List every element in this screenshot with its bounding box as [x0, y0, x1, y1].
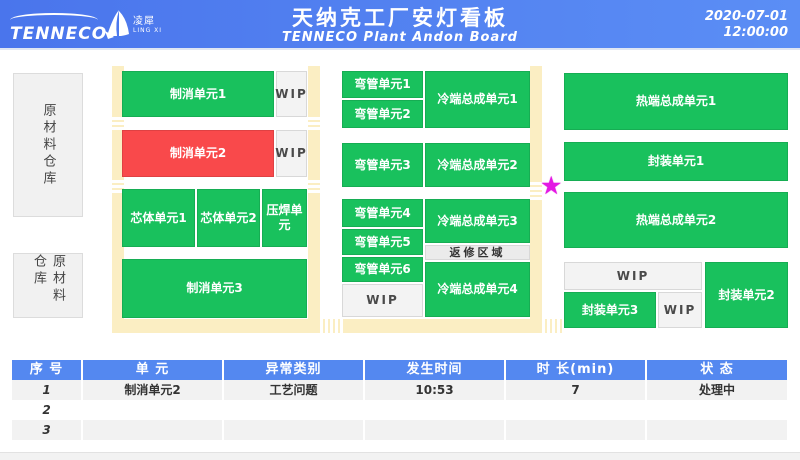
wip-area-2: WIP [275, 130, 307, 177]
cell-duration: 7 [506, 380, 645, 400]
wip-area-5: WIP [658, 292, 702, 328]
unit-zhixiao-2-alarm[interactable]: 制消单元2 [122, 130, 274, 177]
title-chinese: 天纳克工厂安灯看板 [292, 6, 508, 30]
lingxi-cn-label: 凌犀 [133, 16, 155, 27]
unit-lengduan-4[interactable]: 冷端总成单元4 [425, 262, 530, 317]
lingxi-en-label: LING XI [133, 27, 163, 34]
col-header-occur-time: 发生时间 [365, 360, 504, 380]
cell-duration [506, 400, 645, 420]
lingxi-logo: 凌犀 LING XI [104, 9, 162, 41]
table-row: 3 [12, 420, 788, 440]
unit-wanguan-1[interactable]: 弯管单元1 [342, 71, 423, 98]
unit-reduan-1[interactable]: 热端总成单元1 [564, 73, 788, 130]
unit-wanguan-4[interactable]: 弯管单元4 [342, 199, 423, 227]
unit-wanguan-6[interactable]: 弯管单元6 [342, 257, 423, 282]
cell-status: 处理中 [647, 380, 787, 400]
unit-fengzhuang-2[interactable]: 封装单元2 [705, 262, 788, 328]
unit-reduan-2[interactable]: 热端总成单元2 [564, 192, 788, 248]
unit-wanguan-2[interactable]: 弯管单元2 [342, 100, 423, 128]
tenneco-arc [10, 13, 98, 27]
unit-zhixiao-1[interactable]: 制消单元1 [122, 71, 274, 117]
corridor-vertical-1 [112, 66, 124, 333]
table-header-row: 序 号 单 元 异常类别 发生时间 时 长(min) 状 态 [12, 360, 788, 380]
unit-xinti-2[interactable]: 芯体单元2 [197, 189, 260, 247]
crosswalk-marks [112, 115, 124, 130]
raw-material-warehouse-2: 原材料仓库 [13, 253, 83, 318]
cell-occur-time: 10:53 [365, 380, 504, 400]
crosswalk-marks [308, 115, 320, 130]
title-english: TENNECO Plant Andon Board [282, 30, 518, 45]
footer-strip [0, 452, 800, 460]
cell-occur-time [365, 400, 504, 420]
unit-lengduan-3[interactable]: 冷端总成单元3 [425, 199, 530, 243]
cell-unit: 制消单元2 [83, 380, 222, 400]
unit-fengzhuang-3[interactable]: 封装单元3 [564, 292, 656, 328]
table-row: 2 [12, 400, 788, 420]
sail-icon [104, 9, 130, 41]
abnormal-event-table: 序 号 单 元 异常类别 发生时间 时 长(min) 状 态 1 制消单元2 工… [12, 360, 788, 440]
cell-abnormal-type [224, 400, 363, 420]
alarm-star-icon: ★ [540, 171, 563, 200]
unit-lengduan-1[interactable]: 冷端总成单元1 [425, 71, 530, 128]
unit-zhixiao-3[interactable]: 制消单元3 [122, 259, 307, 318]
lingxi-logo-text: 凌犀 LING XI [133, 16, 162, 34]
unit-fengzhuang-1[interactable]: 封装单元1 [564, 142, 788, 181]
cell-unit [83, 400, 222, 420]
tenneco-logo-text: TENNECO [10, 24, 108, 44]
col-header-unit: 单 元 [83, 360, 222, 380]
page-title: 天纳克工厂安灯看板 TENNECO Plant Andon Board [0, 6, 800, 45]
cell-unit [83, 420, 222, 440]
cell-duration [506, 420, 645, 440]
cell-abnormal-type: 工艺问题 [224, 380, 363, 400]
repair-area: 返修区域 [425, 245, 530, 260]
unit-yahan[interactable]: 压焊单元 [262, 189, 307, 247]
wip-area-4: WIP [564, 262, 702, 290]
cell-seq: 2 [12, 400, 81, 420]
col-header-duration: 时 长(min) [506, 360, 645, 380]
col-header-seq: 序 号 [12, 360, 81, 380]
cell-occur-time [365, 420, 504, 440]
crosswalk-marks [530, 180, 542, 200]
table-row: 1 制消单元2 工艺问题 10:53 7 处理中 [12, 380, 788, 400]
cell-seq: 1 [12, 380, 81, 400]
cell-seq: 3 [12, 420, 81, 440]
crosswalk-marks [308, 178, 320, 193]
time-label: 12:00:00 [723, 25, 788, 40]
unit-lengduan-2[interactable]: 冷端总成单元2 [425, 143, 530, 187]
crosswalk-marks [540, 319, 563, 333]
raw-material-warehouse-1: 原材料仓库 [13, 73, 83, 217]
col-header-status: 状 态 [647, 360, 787, 380]
crosswalk-marks [318, 319, 344, 333]
crosswalk-marks [112, 178, 124, 193]
cell-status [647, 420, 787, 440]
cell-abnormal-type [224, 420, 363, 440]
unit-wanguan-5[interactable]: 弯管单元5 [342, 229, 423, 255]
wip-area-1: WIP [275, 71, 307, 117]
datetime: 2020-07-01 12:00:00 [705, 9, 788, 41]
date-label: 2020-07-01 [704, 9, 788, 24]
tenneco-logo: TENNECO [10, 13, 107, 44]
unit-xinti-1[interactable]: 芯体单元1 [122, 189, 195, 247]
unit-wanguan-3[interactable]: 弯管单元3 [342, 143, 423, 187]
wip-area-3: WIP [342, 284, 423, 317]
col-header-abnormal-type: 异常类别 [224, 360, 363, 380]
cell-status [647, 400, 787, 420]
top-header: TENNECO 凌犀 LING XI 天纳克工厂安灯看板 TENNECO Pla… [0, 0, 800, 50]
